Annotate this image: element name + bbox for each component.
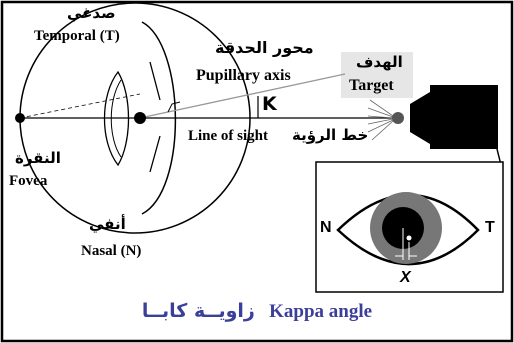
fovea-arabic: النقرة [15,151,61,166]
pupillary-axis-label: Pupillary axis [196,68,291,84]
inset-n-label: N [320,220,332,236]
temporal-arabic: صدغي [67,6,116,21]
nodal-point [134,112,146,124]
pupillary-axis-arabic: محور الحدقة [215,40,314,56]
line-of-sight-label: Line of sight [188,129,268,144]
nasal-label: Nasal (N) [81,244,141,259]
caption-arabic: زاويــة كابــا [142,300,255,322]
fovea-point [15,113,25,123]
target-label: Target [349,78,394,94]
target-arabic: الهدف [356,55,403,70]
temporal-label: Temporal (T) [34,29,120,44]
caption-english: Kappa angle [269,301,372,322]
caption: زاويــة كابــا Kappa angle [0,300,514,323]
kappa-symbol: K [262,95,277,114]
camera-lens [410,92,430,144]
light-rays [368,100,393,140]
fovea-label: Fovea [9,174,47,189]
target-point [392,112,404,124]
nasal-arabic: أنفي [89,217,126,232]
inset-x-label: X [400,270,411,286]
inset-light-reflex [407,236,412,241]
camera-body [430,85,498,149]
inset-t-label: T [485,220,495,236]
line-of-sight-arabic: خط الرؤية [292,128,368,143]
